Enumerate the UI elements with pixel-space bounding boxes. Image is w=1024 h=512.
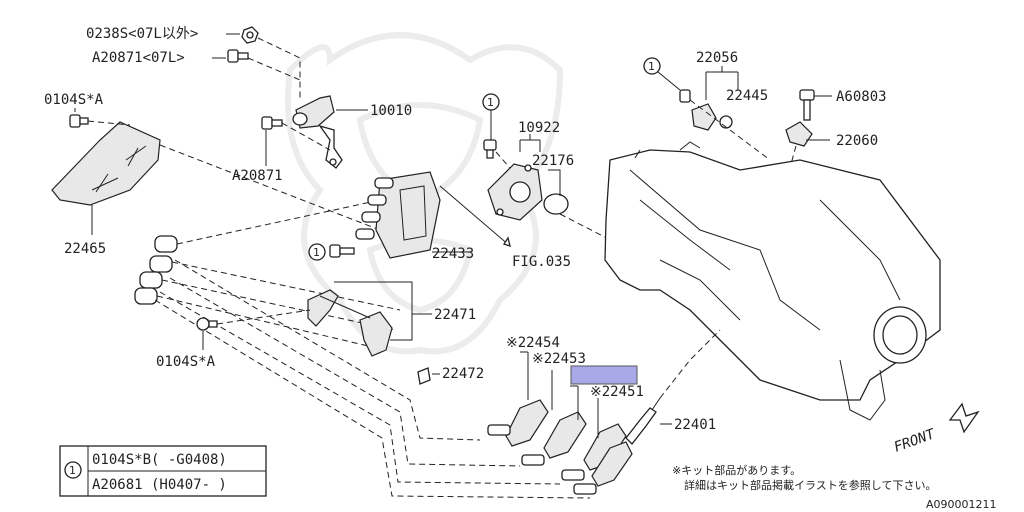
engine-block xyxy=(604,141,941,421)
bolt-a20871 xyxy=(261,116,283,130)
label-10922: 10922 xyxy=(518,120,560,136)
bolt-coil xyxy=(329,244,355,258)
sensor-22056 xyxy=(691,103,733,131)
label-0104s-a-top: 0104S*A xyxy=(44,92,104,108)
legend-marker: 1 xyxy=(69,464,76,477)
bolt-22056 xyxy=(679,89,691,103)
circle-marker-1-coil: 1 xyxy=(308,243,326,261)
bolt-10922 xyxy=(483,139,497,159)
label-22060: 22060 xyxy=(836,133,878,149)
front-arrow: FRONT xyxy=(892,402,980,456)
sensor-22060 xyxy=(785,121,813,147)
ignition-coil-22451 xyxy=(573,441,633,495)
ignition-coil-22454 xyxy=(487,399,549,447)
label-22401: 22401 xyxy=(674,417,716,433)
label-a20871: A20871 xyxy=(232,168,283,184)
figure-code: A090001211 xyxy=(926,498,997,511)
plug-cap-group xyxy=(134,235,178,305)
label-22454: ※22454 xyxy=(506,335,560,351)
bolt-0104s-bottom xyxy=(196,317,218,331)
highlight-box xyxy=(570,365,638,385)
legend-row-2: A20681 (H0407- ) xyxy=(92,477,227,493)
label-22465: 22465 xyxy=(64,241,106,257)
label-22176: 22176 xyxy=(532,153,574,169)
label-a60803: A60803 xyxy=(836,89,887,105)
label-22445: 22445 xyxy=(726,88,768,104)
svg-text:1: 1 xyxy=(487,96,494,109)
label-fig035: FIG.035 xyxy=(512,254,571,270)
legend-row-1: 0104S*B( -G0408) xyxy=(92,452,227,468)
label-22433: 22433 xyxy=(432,246,474,262)
nut-0238s xyxy=(241,26,259,44)
bolt-0104s-top xyxy=(69,114,89,128)
label-22471: 22471 xyxy=(434,307,476,323)
svg-text:1: 1 xyxy=(648,60,655,73)
label-10010: 10010 xyxy=(370,103,412,119)
svg-text:FRONT: FRONT xyxy=(892,426,939,456)
oring-22176 xyxy=(543,193,569,215)
svg-text:1: 1 xyxy=(313,246,320,259)
label-0238s: 0238S<07L以外> xyxy=(86,26,198,42)
bolt-a20871-07l xyxy=(227,49,249,63)
spark-plug-22401 xyxy=(625,397,661,445)
bracket-22471 xyxy=(307,289,393,357)
note-line-1: ※キット部品があります。 xyxy=(672,463,801,477)
label-22472: 22472 xyxy=(442,366,484,382)
bracket-10010 xyxy=(292,95,343,169)
bolt-a60803 xyxy=(799,89,815,121)
circle-marker-1-center: 1 xyxy=(482,93,500,111)
legend-box: 1 0104S*B( -G0408) A20681 (H0407- ) xyxy=(59,445,267,497)
note-line-2: 詳細はキット部品掲載イラストを参照して下さい。 xyxy=(684,478,936,492)
label-22056: 22056 xyxy=(696,50,738,66)
label-22453: ※22453 xyxy=(532,351,586,367)
cover-plate-22465 xyxy=(51,121,161,206)
clip-22472 xyxy=(417,367,431,385)
label-22451: ※22451 xyxy=(590,384,644,400)
label-a20871-07l: A20871<07L> xyxy=(92,50,185,66)
circle-marker-1-right: 1 xyxy=(643,57,661,75)
label-0104s-a-bottom: 0104S*A xyxy=(156,354,216,370)
coil-pack-22433 xyxy=(355,171,441,259)
sensor-10922 xyxy=(487,163,543,221)
